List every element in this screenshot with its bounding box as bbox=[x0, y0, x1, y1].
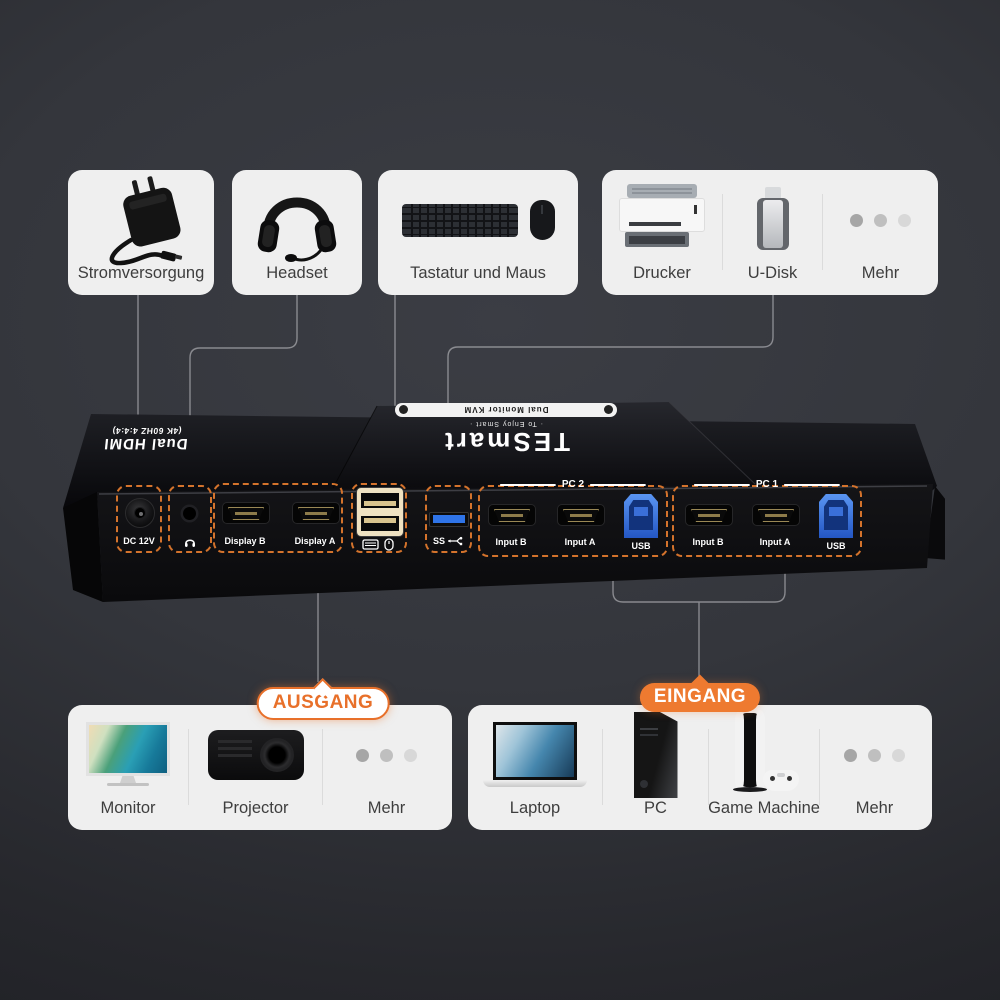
more-dots-icon bbox=[844, 713, 905, 797]
usb3-port bbox=[429, 512, 469, 527]
keyboard-mouse-label: Tastatur und Maus bbox=[410, 264, 546, 282]
ausgang-badge-label: AUSGANG bbox=[272, 692, 374, 713]
usb3-label: SS bbox=[432, 536, 446, 546]
dc-port-label: DC 12V bbox=[123, 536, 155, 546]
power-adapter-icon bbox=[93, 176, 189, 266]
monitor-label: Monitor bbox=[100, 799, 156, 817]
pc1-group-label: PC 1 bbox=[755, 479, 779, 490]
headset-icon bbox=[251, 178, 343, 262]
pc1-group-header: PC 1 bbox=[693, 479, 841, 490]
projector-label: Projector bbox=[222, 799, 289, 817]
pc2-usb-b-port bbox=[624, 494, 658, 538]
more-dots-icon bbox=[356, 713, 417, 797]
pc1-hdmi-input-b-port bbox=[685, 504, 733, 526]
pc1-hdmi-input-a-port bbox=[752, 504, 800, 526]
divider bbox=[188, 729, 189, 805]
keyboard-icon bbox=[402, 204, 518, 237]
printer-label: Drucker bbox=[633, 264, 691, 282]
brand-logo: TESmart bbox=[442, 427, 570, 457]
usb-stick-icon bbox=[756, 178, 789, 262]
more-item: Mehr bbox=[823, 170, 938, 295]
pc2-hdmi-input-b-port bbox=[488, 504, 536, 526]
game-machine-label: Game Machine bbox=[708, 799, 820, 817]
display-b-label: Display B bbox=[224, 536, 266, 546]
display-a-label: Display A bbox=[294, 536, 336, 546]
pc1-usb-b-port bbox=[819, 494, 853, 538]
brand-strip-text: Dual Monitor KVM bbox=[463, 405, 549, 415]
kvm-switch-device: TESmart · To Enjoy Smart · Dual Monitor … bbox=[55, 390, 945, 620]
hdmi-display-a-port bbox=[292, 502, 340, 524]
eingang-badge-label: EINGANG bbox=[653, 686, 747, 707]
printer-icon bbox=[619, 178, 705, 262]
divider bbox=[708, 729, 709, 805]
divider bbox=[822, 194, 823, 270]
more-label: Mehr bbox=[861, 264, 900, 282]
card-usb-peripherals: Drucker U-Disk Mehr bbox=[602, 170, 938, 295]
pc2-hdmi-input-a-port bbox=[557, 504, 605, 526]
ausgang-badge: AUSGANG bbox=[256, 678, 390, 720]
card-keyboard-mouse: Tastatur und Maus bbox=[378, 170, 578, 295]
udisk-label: U-Disk bbox=[747, 264, 798, 282]
divider bbox=[819, 729, 820, 805]
pc2-group-header: PC 2 bbox=[499, 479, 647, 490]
pc1-input-b-label: Input B bbox=[692, 537, 724, 547]
badge-circle-icon bbox=[604, 405, 613, 415]
brand-block: TESmart · To Enjoy Smart · Dual Monitor … bbox=[395, 403, 617, 457]
pc1-input-a-label: Input A bbox=[759, 537, 791, 547]
dc-port-box bbox=[116, 485, 162, 553]
audio-jack bbox=[183, 507, 196, 520]
more-dots-icon bbox=[850, 178, 911, 262]
pc2-input-a-label: Input A bbox=[564, 537, 596, 547]
badge-circle-icon bbox=[399, 405, 409, 415]
more-item: Mehr bbox=[820, 705, 929, 830]
keyboard-mouse-icons bbox=[362, 538, 396, 556]
divider bbox=[602, 729, 603, 805]
side-brand-block: Dual HDMI (4K 60HZ 4:4:4) bbox=[87, 426, 206, 452]
usb3-trident-icon bbox=[448, 536, 463, 546]
projector-item: Projector bbox=[189, 705, 322, 830]
usb-hid-ports bbox=[356, 487, 404, 537]
more-label: Mehr bbox=[855, 799, 894, 817]
pc2-usb-label: USB bbox=[631, 541, 651, 551]
monitor-icon bbox=[86, 713, 170, 797]
game-console-icon bbox=[727, 710, 801, 797]
card-headset: Headset bbox=[232, 170, 362, 295]
udisk-item: U-Disk bbox=[723, 170, 822, 295]
card-inputs: Laptop PC Game Machine Mehr bbox=[468, 705, 932, 830]
side-brand-title: Dual HDMI bbox=[102, 435, 189, 452]
pc1-usb-label: USB bbox=[826, 541, 846, 551]
power-supply-label: Stromversorgung bbox=[77, 264, 205, 282]
mouse-icon bbox=[529, 200, 555, 240]
projector-icon bbox=[207, 713, 304, 797]
card-outputs: Monitor Projector Mehr bbox=[68, 705, 452, 830]
game-machine-item: Game Machine bbox=[708, 705, 820, 830]
eingang-badge: EINGANG bbox=[639, 674, 761, 712]
pc2-group-label: PC 2 bbox=[561, 479, 585, 490]
more-label: Mehr bbox=[367, 799, 406, 817]
laptop-icon bbox=[483, 713, 587, 797]
divider bbox=[322, 729, 323, 805]
dc-power-jack bbox=[125, 498, 155, 528]
usb-hid-ports-box bbox=[351, 483, 407, 553]
headphone-icon bbox=[183, 535, 197, 554]
usb3-label-group: SS bbox=[433, 536, 463, 546]
brand-tagline: · To Enjoy Smart · bbox=[469, 420, 543, 427]
laptop-item: Laptop bbox=[468, 705, 602, 830]
pc-label: PC bbox=[644, 799, 667, 817]
hdmi-display-b-port bbox=[222, 502, 270, 524]
more-item: Mehr bbox=[323, 705, 450, 830]
pc-item: PC bbox=[603, 705, 708, 830]
brand-strip: Dual Monitor KVM bbox=[395, 403, 617, 417]
pc2-input-b-label: Input B bbox=[495, 537, 527, 547]
monitor-item: Monitor bbox=[68, 705, 188, 830]
divider bbox=[722, 194, 723, 270]
laptop-label: Laptop bbox=[509, 799, 561, 817]
printer-item: Drucker bbox=[602, 170, 722, 295]
pc-tower-icon bbox=[633, 712, 678, 798]
headset-label: Headset bbox=[266, 264, 328, 282]
card-power-supply: Stromversorgung bbox=[68, 170, 214, 295]
